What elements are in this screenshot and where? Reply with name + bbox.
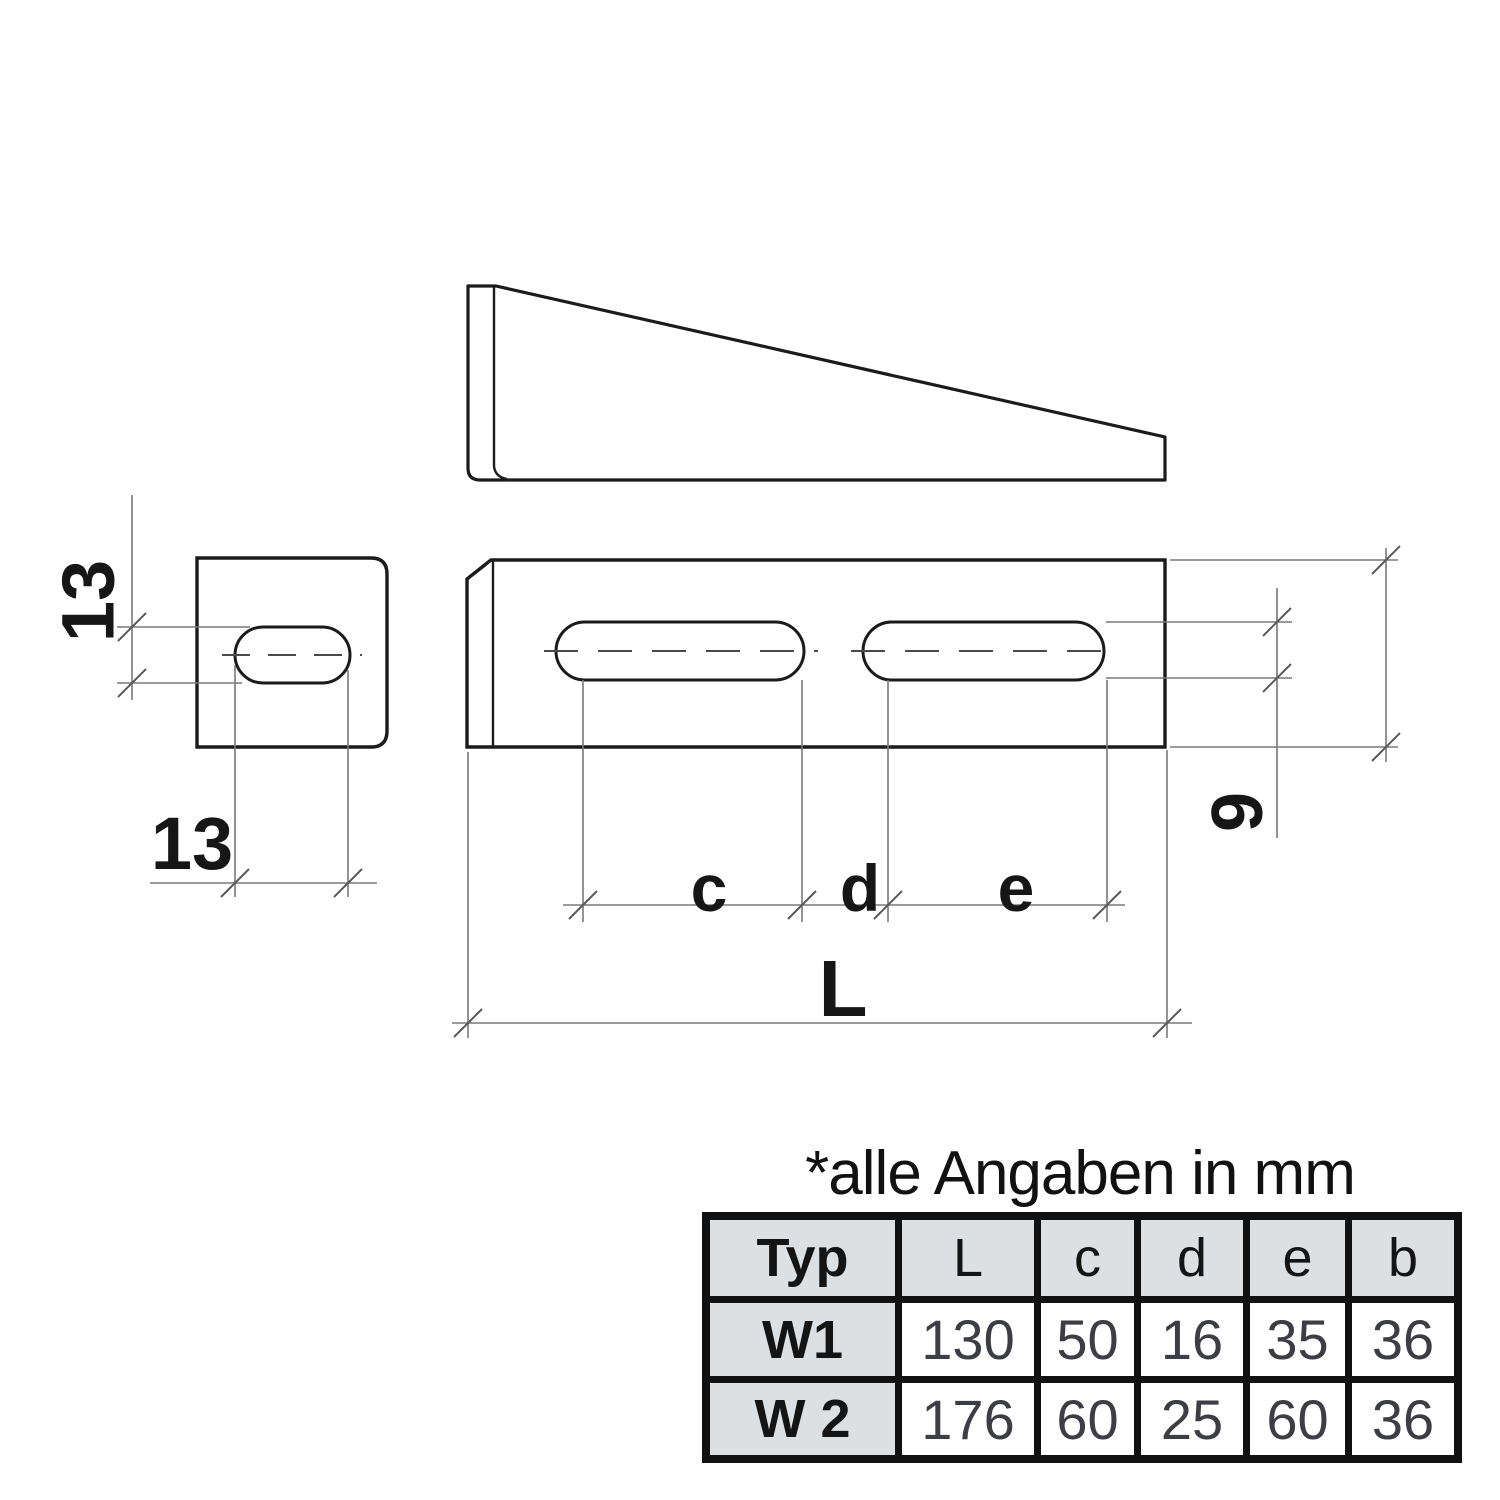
table-cell-w2-b: 36 xyxy=(1352,1383,1454,1455)
table-header-d: d xyxy=(1141,1220,1243,1296)
table-header-e: e xyxy=(1250,1220,1345,1296)
dim-label-d: d xyxy=(840,851,880,925)
table-cell-w2-c: 60 xyxy=(1041,1383,1134,1455)
table-header-b: b xyxy=(1352,1220,1454,1296)
dimension-lines xyxy=(131,495,1387,1024)
tick xyxy=(333,868,363,898)
side-view-wedge xyxy=(466,284,1167,482)
dim-label-e: e xyxy=(998,851,1035,925)
tick xyxy=(1262,663,1292,693)
dim-label-slot-height: 13 xyxy=(47,560,130,642)
tick xyxy=(1152,1008,1182,1038)
table-header-c: c xyxy=(1041,1220,1134,1296)
wedge-inner-edge-line xyxy=(492,287,508,481)
table-cell-w1-L: 130 xyxy=(902,1303,1034,1376)
wedge-outline xyxy=(466,284,1167,482)
extension-lines xyxy=(117,559,1398,1038)
table-row-typ: W1 xyxy=(710,1303,895,1376)
table-cell-w2-e: 60 xyxy=(1250,1383,1345,1455)
dim-label-slot-length: 13 xyxy=(151,802,233,885)
dim-label-c: c xyxy=(691,851,728,925)
dim-label-L: L xyxy=(819,944,868,1033)
table-cell-w1-d: 16 xyxy=(1141,1303,1243,1376)
tick xyxy=(117,668,147,698)
dimension-labels: 13 13 c d e L 9 xyxy=(47,560,1279,1033)
table-row-typ: W 2 xyxy=(710,1383,895,1455)
table-header-L: L xyxy=(902,1220,1034,1296)
plate-outline xyxy=(465,558,1167,749)
dimension-ticks xyxy=(117,545,1401,1038)
plan-view xyxy=(465,558,1167,749)
tick xyxy=(568,890,598,920)
tick xyxy=(787,890,817,920)
tick xyxy=(1371,732,1401,762)
table-cell-w2-d: 25 xyxy=(1141,1383,1243,1455)
tick xyxy=(1262,607,1292,637)
units-note: *alle Angaben in mm xyxy=(805,1138,1356,1208)
tick xyxy=(873,890,903,920)
table-cell-w1-c: 50 xyxy=(1041,1303,1134,1376)
tick xyxy=(117,612,147,642)
table-header-typ: Typ xyxy=(710,1220,895,1296)
table-cell-w1-e: 35 xyxy=(1250,1303,1345,1376)
spec-table: Typ L c d e b W1 130 50 16 35 36 W 2 176… xyxy=(702,1212,1462,1463)
tick xyxy=(453,1008,483,1038)
dim-label-slot-width: 9 xyxy=(1198,792,1278,832)
tick xyxy=(1092,890,1122,920)
tick xyxy=(1371,545,1401,575)
table-cell-w1-b: 36 xyxy=(1352,1303,1454,1376)
table-cell-w2-L: 176 xyxy=(902,1383,1034,1455)
tick xyxy=(220,868,250,898)
end-view xyxy=(195,556,389,749)
